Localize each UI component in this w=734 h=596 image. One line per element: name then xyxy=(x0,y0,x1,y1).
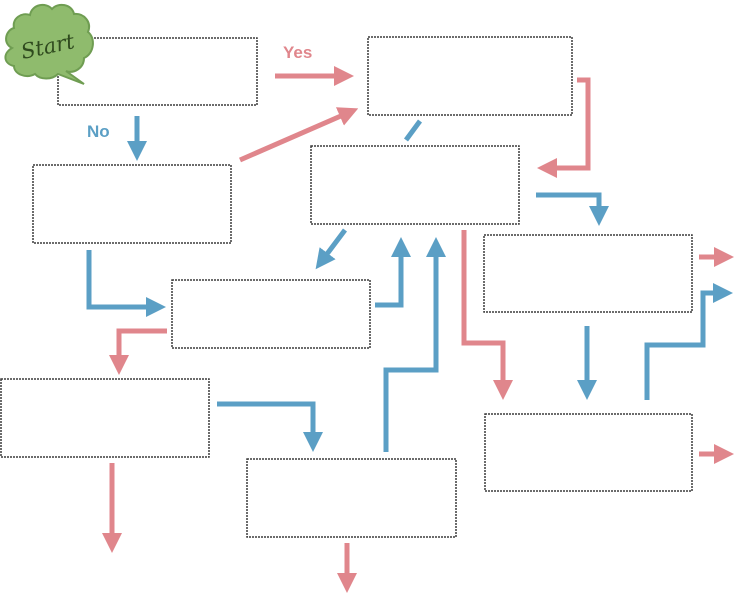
arrow-yes-box3-to-box2 xyxy=(239,107,359,163)
flow-box-2 xyxy=(367,36,573,116)
arrow-yes-box4-to-box8 xyxy=(461,230,513,400)
flow-box-7 xyxy=(0,378,210,458)
flow-box-9 xyxy=(246,458,457,538)
arrow-no-box4-to-box5 xyxy=(536,192,609,226)
arrow-no-stub-box2-box4 xyxy=(403,119,423,142)
arrow-no-box9-to-box4 xyxy=(383,237,446,452)
arrow-no-box3-to-box6 xyxy=(86,250,166,317)
flow-box-4 xyxy=(310,145,520,225)
yes-branch-label: Yes xyxy=(283,43,313,62)
flow-box-5 xyxy=(483,234,693,313)
flow-box-8 xyxy=(484,413,693,492)
start-badge: Start xyxy=(4,3,94,85)
start-cloud-shape xyxy=(4,3,94,85)
flow-boxes xyxy=(0,36,693,538)
flow-box-3 xyxy=(32,164,232,244)
flow-box-6 xyxy=(171,279,371,349)
arrow-no-box8-to-out xyxy=(644,283,733,400)
arrow-no-box4-to-box6 xyxy=(315,228,347,270)
no-branch-label: No xyxy=(87,122,110,141)
arrow-yes-box6-to-box7 xyxy=(109,328,167,375)
no-arrows xyxy=(86,116,733,452)
arrow-no-box6-to-box4 xyxy=(375,237,411,308)
arrow-yes-box2-to-box4 xyxy=(537,77,591,178)
arrow-no-box7-to-box9 xyxy=(217,401,323,452)
yes-arrows xyxy=(102,66,734,593)
